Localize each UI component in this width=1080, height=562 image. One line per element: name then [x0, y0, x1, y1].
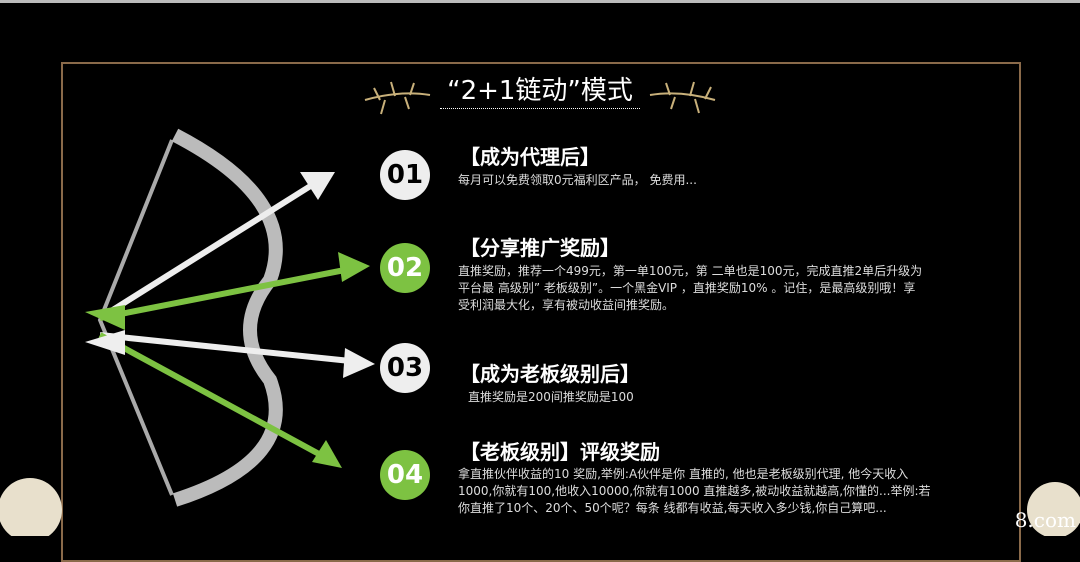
arrow-03 [99, 332, 361, 365]
item-04-text: 拿直推伙伴收益的10 奖励,举例:A伙伴是你 直推的, 他也是老板级别代理, 他… [458, 467, 931, 515]
badge-03: 03 [380, 343, 430, 393]
bow-arrow-illustration [0, 81, 1080, 536]
watermark: 8.com [1014, 508, 1076, 532]
flower-left [0, 478, 62, 536]
item-03-heading: 【成为老板级别后】 [460, 362, 640, 386]
page-title: “2+1链动”模式 [447, 76, 633, 106]
item-03-text: 直推奖励是200间推奖励是100 [468, 390, 634, 404]
item-01-text: 每月可以免费领取0元福利区产品， 免费用... [458, 173, 697, 187]
arrow-02 [99, 265, 356, 321]
item-02-heading: 【分享推广奖励】 [460, 236, 620, 260]
bow-limb [171, 128, 283, 507]
ornament-left [364, 81, 431, 115]
item-01-heading: 【成为代理后】 [460, 145, 600, 169]
ornament-right [649, 81, 716, 114]
badge-01: 01 [380, 150, 430, 200]
arrow-01 [98, 177, 322, 321]
title-underline [440, 108, 640, 109]
flower-right [1027, 482, 1080, 536]
arrow-04 [98, 332, 332, 463]
badge-02: 02 [380, 243, 430, 293]
badge-04: 04 [380, 450, 430, 500]
bow-string [97, 139, 174, 496]
top-bar [0, 0, 1080, 3]
item-02-text: 直推奖励，推荐一个499元，第一单100元，第 二单也是100元，完成直推2单后… [458, 264, 923, 312]
item-04-heading: 【老板级别】评级奖励 [460, 440, 660, 464]
